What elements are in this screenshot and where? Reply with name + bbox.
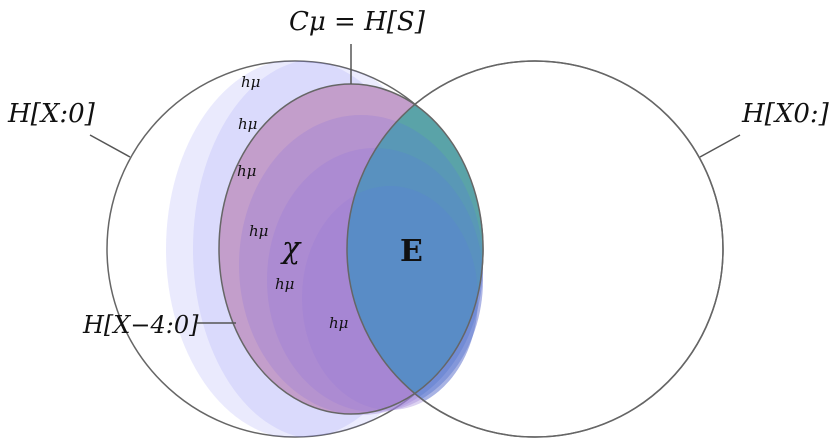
entropy-rate-label-1: hμ bbox=[241, 73, 260, 91]
past-entropy-label: H[X:0] bbox=[7, 99, 96, 129]
block-entropy-label: H[X−4:0] bbox=[82, 311, 199, 339]
entropy-rate-label-2: hμ bbox=[238, 115, 257, 133]
excess-entropy-region bbox=[347, 84, 483, 414]
crypticity-label: χ bbox=[280, 231, 302, 266]
excess-entropy-label: E bbox=[400, 234, 423, 269]
leader-lines bbox=[89, 44, 741, 324]
excess-band-2 bbox=[347, 148, 483, 412]
future-entropy-label: H[X0:] bbox=[741, 99, 830, 129]
entropy-rate-label-4: hμ bbox=[249, 222, 268, 240]
statistical-complexity-label: Cμ = H[S] bbox=[289, 7, 426, 37]
excess-band-1 bbox=[347, 115, 483, 415]
future-circle-outline bbox=[346, 60, 724, 438]
statistical-complexity-group bbox=[218, 60, 724, 438]
entropy-rate-label-3: hμ bbox=[237, 162, 256, 180]
past-leader-line bbox=[89, 134, 131, 158]
entropy-rate-label-5: hμ bbox=[275, 275, 294, 293]
entropy-rate-label-6: hμ bbox=[329, 314, 348, 332]
excess-band-3 bbox=[347, 186, 478, 410]
future-leader-line bbox=[699, 134, 741, 158]
